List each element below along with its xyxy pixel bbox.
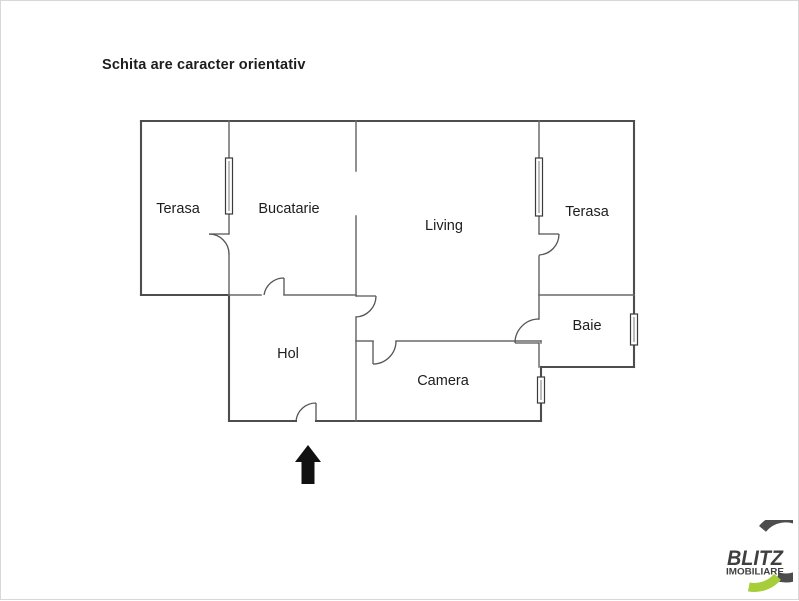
room-labels: Terasa Bucatarie Living Terasa Baie Hol … xyxy=(156,201,609,389)
page-title: Schita are caracter orientativ xyxy=(102,57,306,73)
room-label-terasa-left: Terasa xyxy=(156,201,200,217)
door-camera-hol xyxy=(372,340,397,365)
logo-subtitle: IMOBILIARE xyxy=(726,567,784,578)
brand-logo: BLITZ IMOBILIARE xyxy=(717,520,793,596)
room-label-baie: Baie xyxy=(572,318,601,334)
room-label-camera: Camera xyxy=(417,373,470,389)
window-terasa-right xyxy=(534,157,544,217)
window-bucatarie xyxy=(224,157,234,215)
door-baie xyxy=(514,318,540,344)
room-label-terasa-right: Terasa xyxy=(565,204,609,220)
logo-wordmark: BLITZ xyxy=(727,547,784,570)
logo-ring-accent xyxy=(747,573,781,592)
room-label-living: Living xyxy=(425,218,463,234)
windows xyxy=(224,157,639,404)
doors xyxy=(208,233,560,422)
door-bucatarie-hol xyxy=(263,277,285,296)
interior-walls xyxy=(228,120,635,422)
room-label-hol: Hol xyxy=(277,346,299,362)
door-entry xyxy=(295,402,317,422)
door-terasa-left xyxy=(208,233,230,255)
entry-arrow xyxy=(295,445,321,484)
door-living-hol xyxy=(355,295,377,318)
exterior-walls xyxy=(139,119,636,423)
window-baie xyxy=(629,313,639,346)
door-terasa-right xyxy=(538,233,560,256)
window-camera xyxy=(536,376,546,404)
room-label-bucatarie: Bucatarie xyxy=(258,201,319,217)
